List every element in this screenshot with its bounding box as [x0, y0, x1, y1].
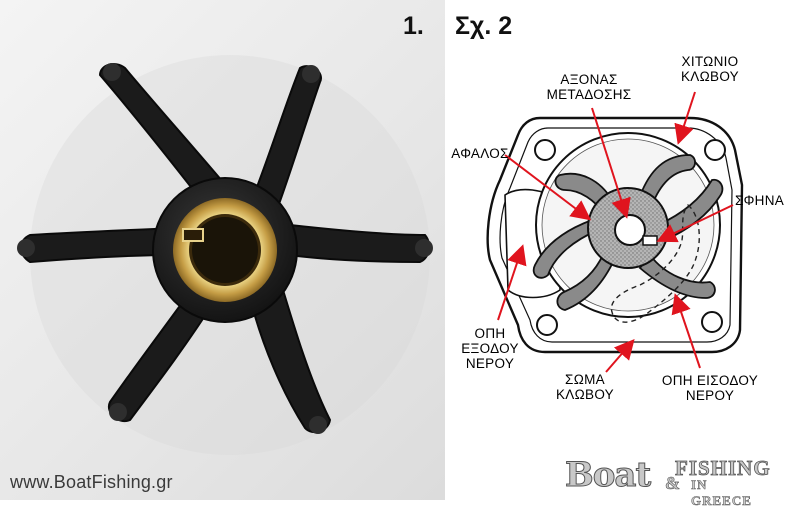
water-pump-cross-section-icon [486, 91, 744, 373]
figure-label: Σχ. 2 [455, 12, 513, 40]
label-water-inlet: ΟΠΗ ΕΙΣΟΔΟΥ ΝΕΡΟΥ [661, 373, 759, 403]
label-housing-coat: ΧΙΤΩΝΙΟ ΚΛΩΒΟΥ [681, 54, 739, 84]
impeller-photo: www.BoatFishing.gr [0, 0, 445, 500]
label-key: ΣΦΗΝΑ [734, 193, 785, 208]
label-shaft: ΑΞΟΝΑΣ ΜΕΤΑΔΟΣΗΣ [546, 72, 632, 102]
site-url-watermark: www.BoatFishing.gr [10, 472, 173, 492]
label-impeller: ΑΦΑΛΟΣ [451, 146, 509, 161]
impeller-photo-icon [17, 55, 433, 455]
label-housing-body: ΣΩΜΑ ΚΛΩΒΟΥ [556, 372, 614, 402]
label-water-outlet: ΟΠΗ ΕΞΟΔΟΥ ΝΕΡΟΥ [461, 326, 519, 371]
step-number: 1. [403, 12, 424, 40]
